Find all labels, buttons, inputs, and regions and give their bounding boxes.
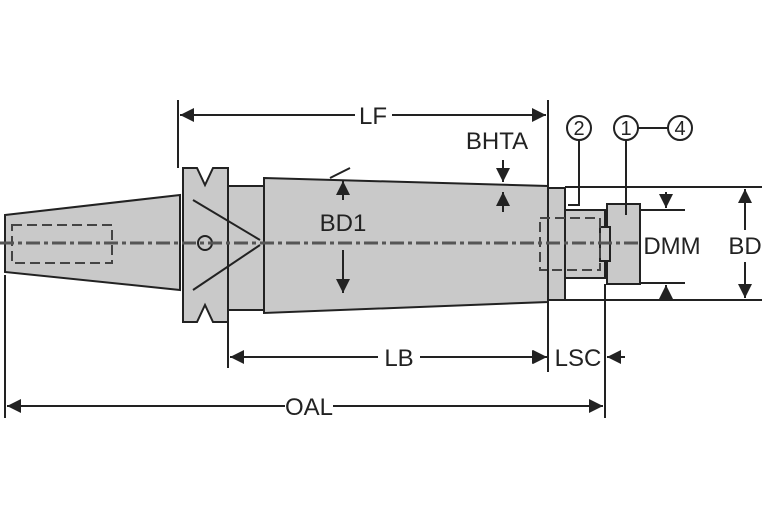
label-lf: LF xyxy=(359,103,387,130)
callout-2: 2 xyxy=(573,118,584,140)
dimension-oal: OAL xyxy=(7,394,603,421)
internal-line xyxy=(192,244,261,291)
extension-lines xyxy=(4,100,762,418)
label-dmm: DMM xyxy=(643,233,700,260)
callout-1: 1 xyxy=(620,118,631,140)
label-bd1: BD1 xyxy=(320,210,367,237)
callout-4: 4 xyxy=(674,118,685,140)
dimension-lb: LB xyxy=(230,345,546,372)
neck xyxy=(227,185,265,311)
callouts: 2 1 4 xyxy=(566,115,693,215)
dimension-bd: BD xyxy=(728,189,762,298)
label-bd: BD xyxy=(728,233,761,260)
label-lb: LB xyxy=(384,345,413,372)
dimension-lf: LF xyxy=(180,103,546,130)
dimension-bhta: BHTA xyxy=(466,128,528,212)
dimension-dmm: DMM xyxy=(643,192,701,301)
internal-line xyxy=(192,199,261,241)
dimension-bd1: BD1 xyxy=(320,167,367,293)
tool-holder-body xyxy=(0,167,641,323)
label-bhta: BHTA xyxy=(466,128,528,155)
dimension-lsc: LSC xyxy=(533,345,625,372)
flange xyxy=(182,167,229,323)
label-lsc: LSC xyxy=(555,345,602,372)
taper-shank xyxy=(4,193,181,292)
label-oal: OAL xyxy=(285,394,333,421)
main-body xyxy=(263,176,549,315)
